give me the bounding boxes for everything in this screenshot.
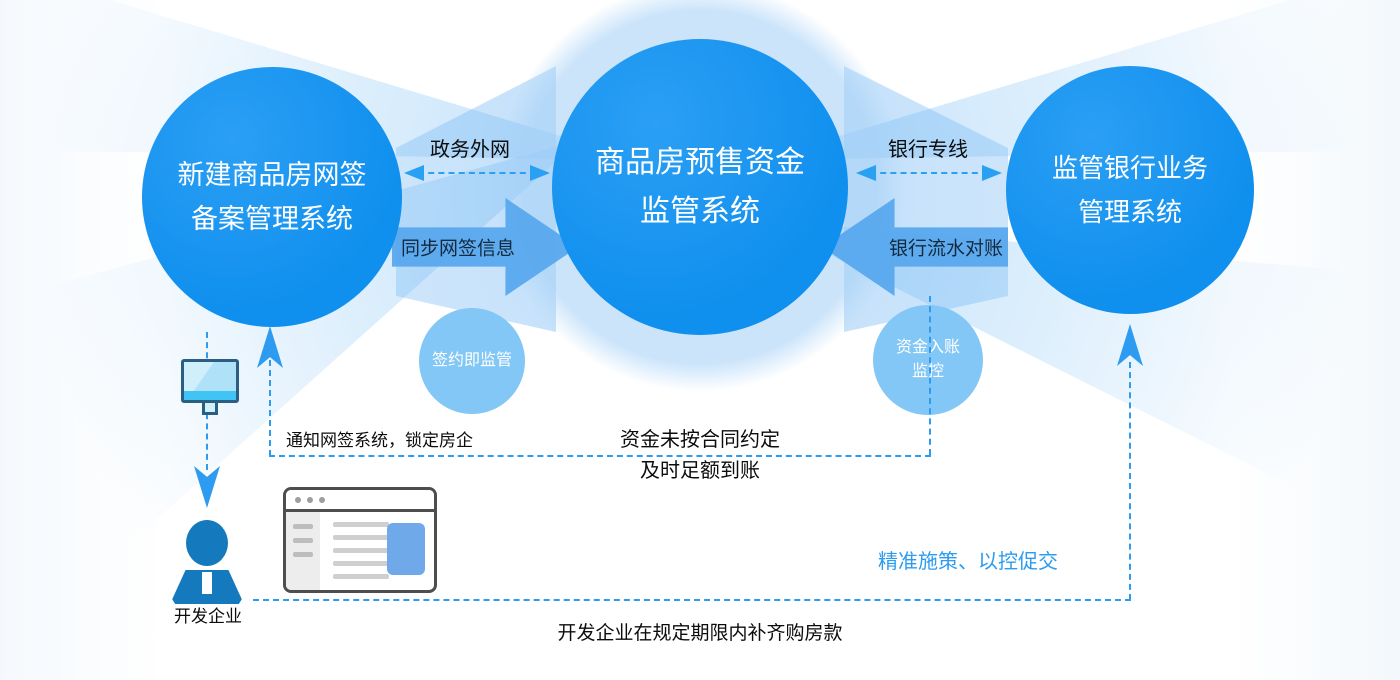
browser-text-line: [333, 561, 389, 566]
subnode-label: 签约即监管: [431, 352, 512, 369]
annotation-notify-lock: 通知网签系统，锁定房企: [286, 431, 473, 450]
annotation-line: 资金未按合同约定: [620, 429, 780, 451]
annotation-line: 及时足额到账: [640, 460, 760, 482]
node-presale-funds-supervision-system: 商品房预售资金 监管系统: [552, 39, 848, 335]
dashed-line-funds-monitor-down: [929, 296, 931, 455]
browser-dot: [307, 496, 313, 503]
browser-dot: [295, 496, 301, 503]
link-label-gov-extranet: 政务外网: [430, 139, 510, 161]
arrowhead-down-icon: [194, 466, 220, 508]
dashed-shaft: [870, 172, 988, 174]
browser-sidebar-line: [293, 552, 313, 557]
node-label-line: 监管银行业务: [1051, 153, 1208, 183]
monitor-screen: [181, 359, 239, 403]
dashed-line-lock-horizontal: [269, 455, 931, 457]
monitor-icon: [181, 359, 239, 415]
browser-sidebar-line: [293, 524, 313, 529]
dashed-line-lock-up: [269, 360, 271, 456]
subnode-label-line: 资金入账: [895, 339, 960, 356]
browser-main: [320, 512, 434, 590]
browser-text-line: [333, 548, 389, 553]
browser-text-line: [333, 535, 389, 540]
node-label-line: 新建商品房网签: [177, 160, 367, 190]
subnode-funds-monitoring: 资金入账 监控: [873, 305, 983, 415]
annotation-precise-policy: 精准施策、以控促交: [878, 551, 1058, 573]
link-label-bank-dedicated-line: 银行专线: [888, 139, 968, 161]
browser-dot: [319, 496, 325, 503]
subnode-label-line: 监控: [911, 363, 944, 380]
browser-window-icon: [283, 487, 437, 593]
browser-content: [286, 512, 434, 590]
block-arrow-label: 同步网签信息: [401, 238, 516, 260]
person-notch: [202, 572, 212, 594]
annotation-funds-not-arrived: 资金未按合同约定 及时足额到账: [555, 425, 845, 487]
person-head: [186, 520, 228, 566]
browser-sidebar: [286, 512, 320, 590]
node-label-line: 监管系统: [640, 195, 760, 228]
dashed-shaft: [418, 172, 536, 174]
node-label-line: 备案管理系统: [191, 204, 353, 234]
block-arrow-label: 银行流水对账: [888, 238, 1003, 260]
browser-titlebar: [286, 490, 434, 512]
node-label-line: 商品房预售资金: [595, 146, 805, 179]
developer-label: 开发企业: [174, 607, 242, 626]
browser-image-block: [387, 523, 425, 575]
browser-sidebar-line: [293, 538, 313, 543]
browser-text-line: [333, 574, 389, 579]
node-label-line: 管理系统: [1077, 197, 1182, 227]
double-arrow-bank-dedicated-line: [856, 164, 1002, 182]
monitor-stand: [202, 403, 218, 415]
dashed-line-repay-horizontal: [253, 599, 1131, 601]
node-netsign-filing-system: 新建商品房网签 备案管理系统: [142, 67, 402, 327]
person-icon: [170, 520, 244, 604]
dashed-line-to-bank-up: [1129, 362, 1131, 600]
arrowhead-up-icon: [1117, 324, 1143, 366]
monitor-screen-strip: [184, 391, 236, 400]
double-arrow-gov-extranet: [404, 164, 550, 182]
annotation-developer-repay: 开发企业在规定期限内补齐购房款: [557, 623, 843, 644]
subnode-sign-supervision: 签约即监管: [419, 308, 525, 414]
node-supervision-bank-system: 监管银行业务 管理系统: [1006, 66, 1254, 314]
browser-text-line: [333, 522, 389, 527]
